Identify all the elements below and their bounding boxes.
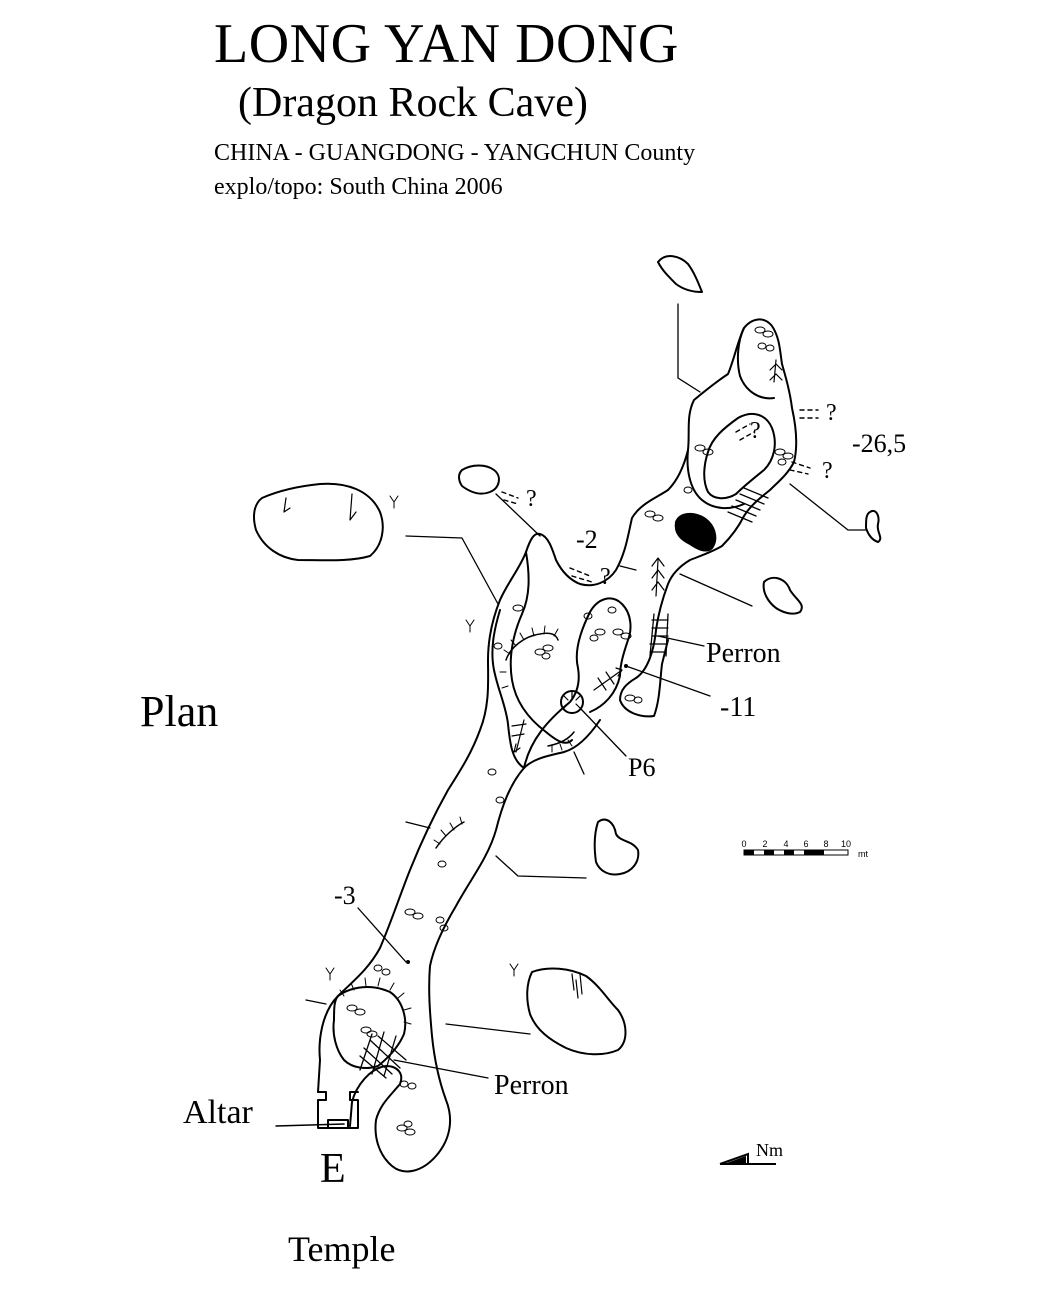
scale-tick: 8 [823, 839, 828, 849]
left-passage [509, 551, 573, 744]
entrance-chamber [332, 986, 407, 1069]
depth-minus26-label: -26,5 [852, 429, 906, 458]
boulder-icon [346, 326, 794, 1136]
minus3-leader [357, 907, 407, 963]
scale-tick: 0 [741, 839, 746, 849]
upper-right-stairs [727, 487, 769, 523]
cave-wall-right [619, 629, 669, 718]
minus3-point [406, 960, 410, 964]
cross-section-f [593, 818, 640, 876]
perron-upper-label: Perron [706, 638, 781, 669]
upper-loop-outer [686, 327, 775, 510]
cross-section-f-leader [495, 855, 587, 879]
lower-perron-stairs [359, 1031, 407, 1079]
cave-wall-lower-right [349, 719, 601, 1173]
north-label: Nm [756, 1140, 783, 1160]
temple-label: Temple [288, 1229, 396, 1269]
cross-section-d-leader [679, 573, 753, 607]
cross-section-d [762, 576, 803, 615]
minus11-leader [625, 665, 711, 697]
location-text: CHINA - GUANGDONG - YANGCHUN County [214, 140, 696, 166]
perron-lower-leader [393, 1059, 489, 1079]
map-subtitle: (Dragon Rock Cave) [238, 80, 588, 126]
ledge-p6-ticks [551, 739, 573, 753]
sump [674, 512, 717, 552]
cross-section-b-leader [495, 493, 541, 537]
cross-section-g-drips [571, 973, 583, 999]
altar-leader [275, 1123, 345, 1127]
unknown-marker: ? [526, 486, 537, 512]
cross-section-a [253, 482, 384, 562]
pit-hachures [563, 691, 581, 709]
north-arrow-icon [719, 1152, 776, 1165]
ledge-lower-ticks [433, 816, 463, 845]
view-label: Plan [140, 687, 219, 736]
cross-section-b [458, 464, 500, 495]
ledge-entrance [339, 977, 412, 1025]
unexplored-continuation [501, 409, 819, 583]
cross-section-c [657, 255, 703, 293]
pit-p6-label: P6 [628, 753, 655, 782]
cross-section-e-leader [789, 483, 867, 531]
scale-tick: 6 [803, 839, 808, 849]
pit-p6-shape [560, 690, 584, 714]
scale-unit: mt [858, 849, 868, 859]
cross-section-g-leader [445, 1023, 531, 1035]
scale-tick: 2 [762, 839, 767, 849]
cross-section-e [865, 510, 882, 543]
ledge-left-ticks [499, 625, 559, 689]
cave-wall-left [317, 318, 798, 1093]
left-chamber [491, 609, 525, 769]
ledge-p6 [547, 731, 575, 747]
credits-text: explo/topo: South China 2006 [214, 174, 503, 200]
scale-tick: 4 [783, 839, 788, 849]
minus11-point [624, 664, 628, 668]
perron-lower-label: Perron [494, 1070, 569, 1101]
unknown-marker: ? [826, 400, 837, 426]
entrance-label: E [320, 1146, 346, 1192]
scale-bar: 0 2 4 6 8 10 mt [741, 839, 868, 859]
cross-section-g [526, 967, 627, 1056]
depth-minus2-label: -2 [576, 525, 598, 554]
central-pillar [523, 597, 632, 769]
upper-island [703, 412, 776, 500]
slope-arrow-icon [511, 359, 783, 753]
perron-upper-leader [657, 635, 705, 647]
leader-ticks [305, 565, 637, 1005]
map-title: LONG YAN DONG [214, 13, 679, 75]
cross-section-a-leader [405, 535, 499, 605]
p6-leader [579, 707, 627, 757]
altar-label: Altar [183, 1094, 253, 1131]
cross-section-ticks [325, 495, 519, 981]
unknown-marker: ? [750, 418, 761, 444]
depth-minus3-label: -3 [334, 881, 356, 910]
unknown-marker: ? [600, 564, 611, 590]
cross-section-c-leader [677, 303, 701, 393]
depth-minus11-label: -11 [720, 692, 756, 723]
ledge-left [505, 632, 559, 661]
cross-section-a-drips [283, 493, 357, 521]
unknown-marker: ? [822, 458, 833, 484]
scale-tick: 10 [841, 839, 851, 849]
